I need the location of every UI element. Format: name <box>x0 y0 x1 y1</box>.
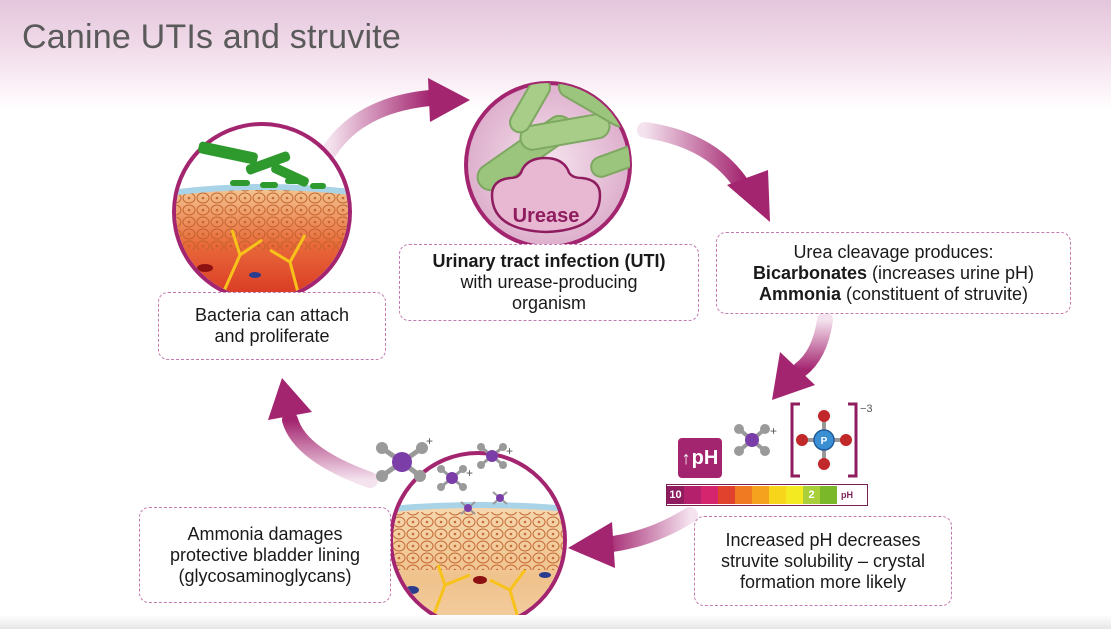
tissue-damage-illustration <box>389 451 567 629</box>
ph-scale-cell <box>684 486 701 504</box>
uti-heading: Urinary tract infection (UTI) <box>432 251 666 271</box>
footer-band <box>0 615 1111 629</box>
ph-line-3: formation more likely <box>739 571 907 592</box>
ph-scale-cell <box>718 486 735 504</box>
arrow-to-ph <box>772 312 833 400</box>
urea-heading: Urea cleavage produces: <box>793 241 994 262</box>
arrow-up-icon: ↑ <box>681 447 691 468</box>
ammonium-molecule-ph <box>734 424 770 456</box>
damage-line-3: (glycosaminoglycans) <box>178 565 352 586</box>
urea-step-box: Urea cleavage produces: Bicarbonates (in… <box>716 232 1071 314</box>
arrow-to-bacteria <box>268 378 378 488</box>
bacteria-step-box: Bacteria can attach and proliferate <box>158 292 386 360</box>
ph-scale-cell <box>735 486 752 504</box>
ammonium-charge-2: + <box>466 466 474 480</box>
uti-line-3: organism <box>511 293 587 313</box>
ammonium-charge-4: + <box>770 424 778 438</box>
arrow-to-damage <box>568 507 698 568</box>
bacteria-line-1: Bacteria can attach <box>194 305 350 325</box>
ammonia-note: (constituent of struvite) <box>840 283 1029 304</box>
bacteria-illustration: Urease <box>464 81 632 249</box>
ammonium-molecules <box>376 442 508 515</box>
ph-scale: 10 2 pH <box>666 484 868 506</box>
damage-line-1: Ammonia damages <box>187 523 343 544</box>
ph-scale-high: 10 <box>669 489 682 501</box>
ph-step-box: Increased pH decreases struvite solubili… <box>694 516 952 606</box>
ph-increase-badge: ↑ pH <box>678 438 722 478</box>
ph-scale-cell <box>701 486 718 504</box>
bicarbonates-label: Bicarbonates <box>752 262 867 283</box>
ph-line-1: Increased pH decreases <box>725 529 921 550</box>
damage-line-2: protective bladder lining <box>169 544 361 565</box>
uti-step-box: Urinary tract infection (UTI) with ureas… <box>399 244 699 321</box>
ph-scale-low: 2 <box>808 489 815 501</box>
ammonium-charge-3: + <box>506 444 514 458</box>
page-title: Canine UTIs and struvite <box>22 18 401 56</box>
ph-scale-cell <box>786 486 803 504</box>
ph-scale-cell <box>752 486 769 504</box>
damage-step-box: Ammonia damages protective bladder linin… <box>139 507 391 603</box>
arrow-to-urea <box>637 122 770 222</box>
ph-line-2: struvite solubility – crystal <box>720 550 926 571</box>
phosphate-symbol: P <box>821 436 828 447</box>
ph-scale-cell: 10 <box>667 486 684 504</box>
phosphate-ion: P −3 <box>790 402 873 478</box>
uti-line-2: with urease-producing <box>460 272 638 292</box>
tissue-bacteria-illustration <box>172 122 352 302</box>
ph-scale-cell <box>769 486 786 504</box>
ammonia-label: Ammonia <box>758 283 841 304</box>
arrow-to-uti <box>322 78 470 158</box>
ph-badge-label: pH <box>691 446 719 469</box>
bicarbonates-note: (increases urine pH) <box>866 262 1035 283</box>
ph-scale-cell: 2 <box>803 486 820 504</box>
ph-scale-unit: pH <box>841 490 853 500</box>
phosphate-charge: −3 <box>860 403 873 415</box>
urease-label: Urease <box>513 205 580 227</box>
ammonium-charge-1: + <box>426 434 434 448</box>
bacteria-line-2: and proliferate <box>214 326 330 346</box>
ph-scale-cell <box>820 486 837 504</box>
